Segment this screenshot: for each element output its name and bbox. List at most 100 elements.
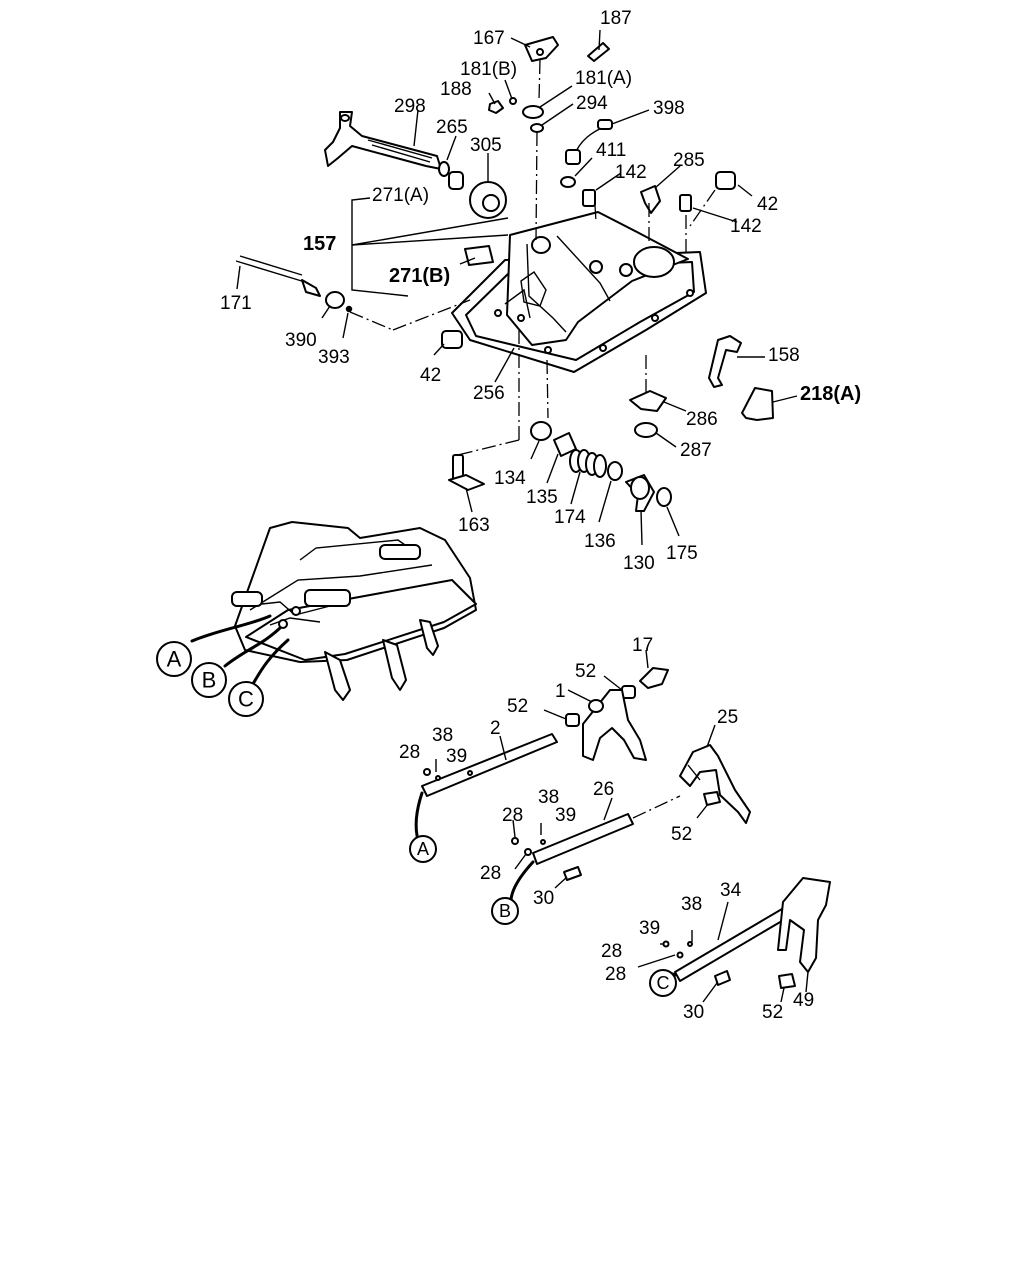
label-188: 188 [440, 79, 472, 100]
part-398-wire-connector [560, 119, 613, 188]
label-39c: 39 [639, 918, 660, 939]
callout-letter-c: C [238, 687, 254, 712]
rail-2-to-a-line [414, 791, 424, 842]
label-294: 294 [576, 93, 608, 114]
label-52b: 52 [507, 696, 528, 717]
label-142b: 142 [730, 216, 762, 237]
label-134: 134 [494, 468, 526, 489]
label-38c: 38 [681, 894, 702, 915]
label-28b: 28 [502, 805, 523, 826]
label-25: 25 [717, 707, 738, 728]
callout-letter-b: B [202, 668, 217, 693]
label-28d: 28 [601, 941, 622, 962]
part-265-o-ring [438, 161, 450, 177]
callout-leader-c [251, 638, 290, 686]
label-28c: 28 [480, 863, 501, 884]
part-52-bolt-d [778, 973, 796, 989]
callout-circle-a-rail: A [409, 835, 437, 863]
explode-lines [349, 59, 716, 456]
part-142-plug [582, 189, 596, 207]
part-number-labels: 167 187 181(B) 181(A) 188 294 298 265 39… [220, 8, 861, 1023]
label-218a: 218(A) [800, 383, 861, 405]
label-42a: 42 [757, 194, 778, 215]
label-163: 163 [458, 515, 490, 536]
part-130-joint [625, 474, 655, 512]
label-167: 167 [473, 28, 505, 49]
part-218a-bracket [741, 387, 774, 421]
part-298-shift-lever [324, 111, 442, 170]
part-2-shift-rail [421, 733, 558, 797]
label-271a: 271(A) [372, 185, 429, 206]
gearbox-overview [231, 521, 477, 701]
label-286: 286 [686, 409, 718, 430]
part-181-washers [509, 97, 544, 133]
label-136: 136 [584, 531, 616, 552]
label-49: 49 [793, 990, 814, 1011]
callout-circle-a: A [156, 641, 192, 677]
part-167-bracket [524, 36, 559, 62]
part-52-bolt-b [565, 713, 580, 727]
part-271b-bushing [464, 245, 494, 266]
label-135: 135 [526, 487, 558, 508]
label-271b: 271(B) [389, 265, 450, 287]
label-171: 171 [220, 293, 252, 314]
label-30b: 30 [683, 1002, 704, 1023]
part-49-shift-fork [777, 877, 831, 973]
part-285-breather [640, 185, 661, 214]
label-175: 175 [666, 543, 698, 564]
part-17-clip [639, 667, 669, 689]
label-174: 174 [554, 507, 586, 528]
callout-circle-c: C [228, 681, 264, 717]
part-42-sleeve-upper [715, 171, 736, 190]
part-175-ring [656, 487, 672, 507]
label-305: 305 [470, 135, 502, 156]
part-1-shift-fork [582, 689, 647, 761]
callout-leader-b [223, 626, 282, 668]
label-17: 17 [632, 635, 653, 656]
label-142a: 142 [615, 162, 647, 183]
label-130: 130 [623, 553, 655, 574]
label-39b: 39 [555, 805, 576, 826]
label-398: 398 [653, 98, 685, 119]
callout-letter-a: A [167, 647, 182, 672]
label-38b: 38 [538, 787, 559, 808]
part-171-cable [235, 255, 321, 297]
label-52c: 52 [671, 824, 692, 845]
part-25-shift-fork [679, 744, 751, 824]
label-256: 256 [473, 383, 505, 404]
label-181a: 181(A) [575, 68, 632, 89]
part-393-ball [345, 305, 353, 313]
label-1: 1 [555, 681, 566, 702]
part-42-sleeve-lower [441, 330, 463, 349]
part-287-disc [634, 422, 658, 438]
leader-lines [236, 29, 809, 1003]
label-298: 298 [394, 96, 426, 117]
label-26: 26 [593, 779, 614, 800]
part-174-spring [569, 449, 607, 478]
callout-letter-a-rail: A [417, 839, 429, 859]
label-265: 265 [436, 117, 468, 138]
callout-circle-b-rail: B [491, 897, 519, 925]
part-163-select-lever [448, 454, 485, 491]
label-393: 393 [318, 347, 350, 368]
callout-circle-b: B [191, 662, 227, 698]
callout-letter-b-rail: B [499, 901, 511, 921]
callout-letter-c-rail: C [657, 973, 670, 993]
label-38a: 38 [432, 725, 453, 746]
label-411: 411 [596, 140, 626, 161]
label-187: 187 [600, 8, 632, 29]
part-390-washer [325, 291, 345, 309]
label-42b: 42 [420, 365, 441, 386]
part-187-pin [587, 42, 610, 62]
part-158-lever [708, 335, 742, 388]
label-30a: 30 [533, 888, 554, 909]
label-28a: 28 [399, 742, 420, 763]
label-287: 287 [680, 440, 712, 461]
part-52-bolt-c [703, 791, 721, 806]
label-28e: 28 [605, 964, 626, 985]
part-188-nut [488, 100, 504, 114]
part-134-washer [530, 421, 552, 441]
label-157: 157 [303, 233, 336, 255]
label-52a: 52 [575, 661, 596, 682]
